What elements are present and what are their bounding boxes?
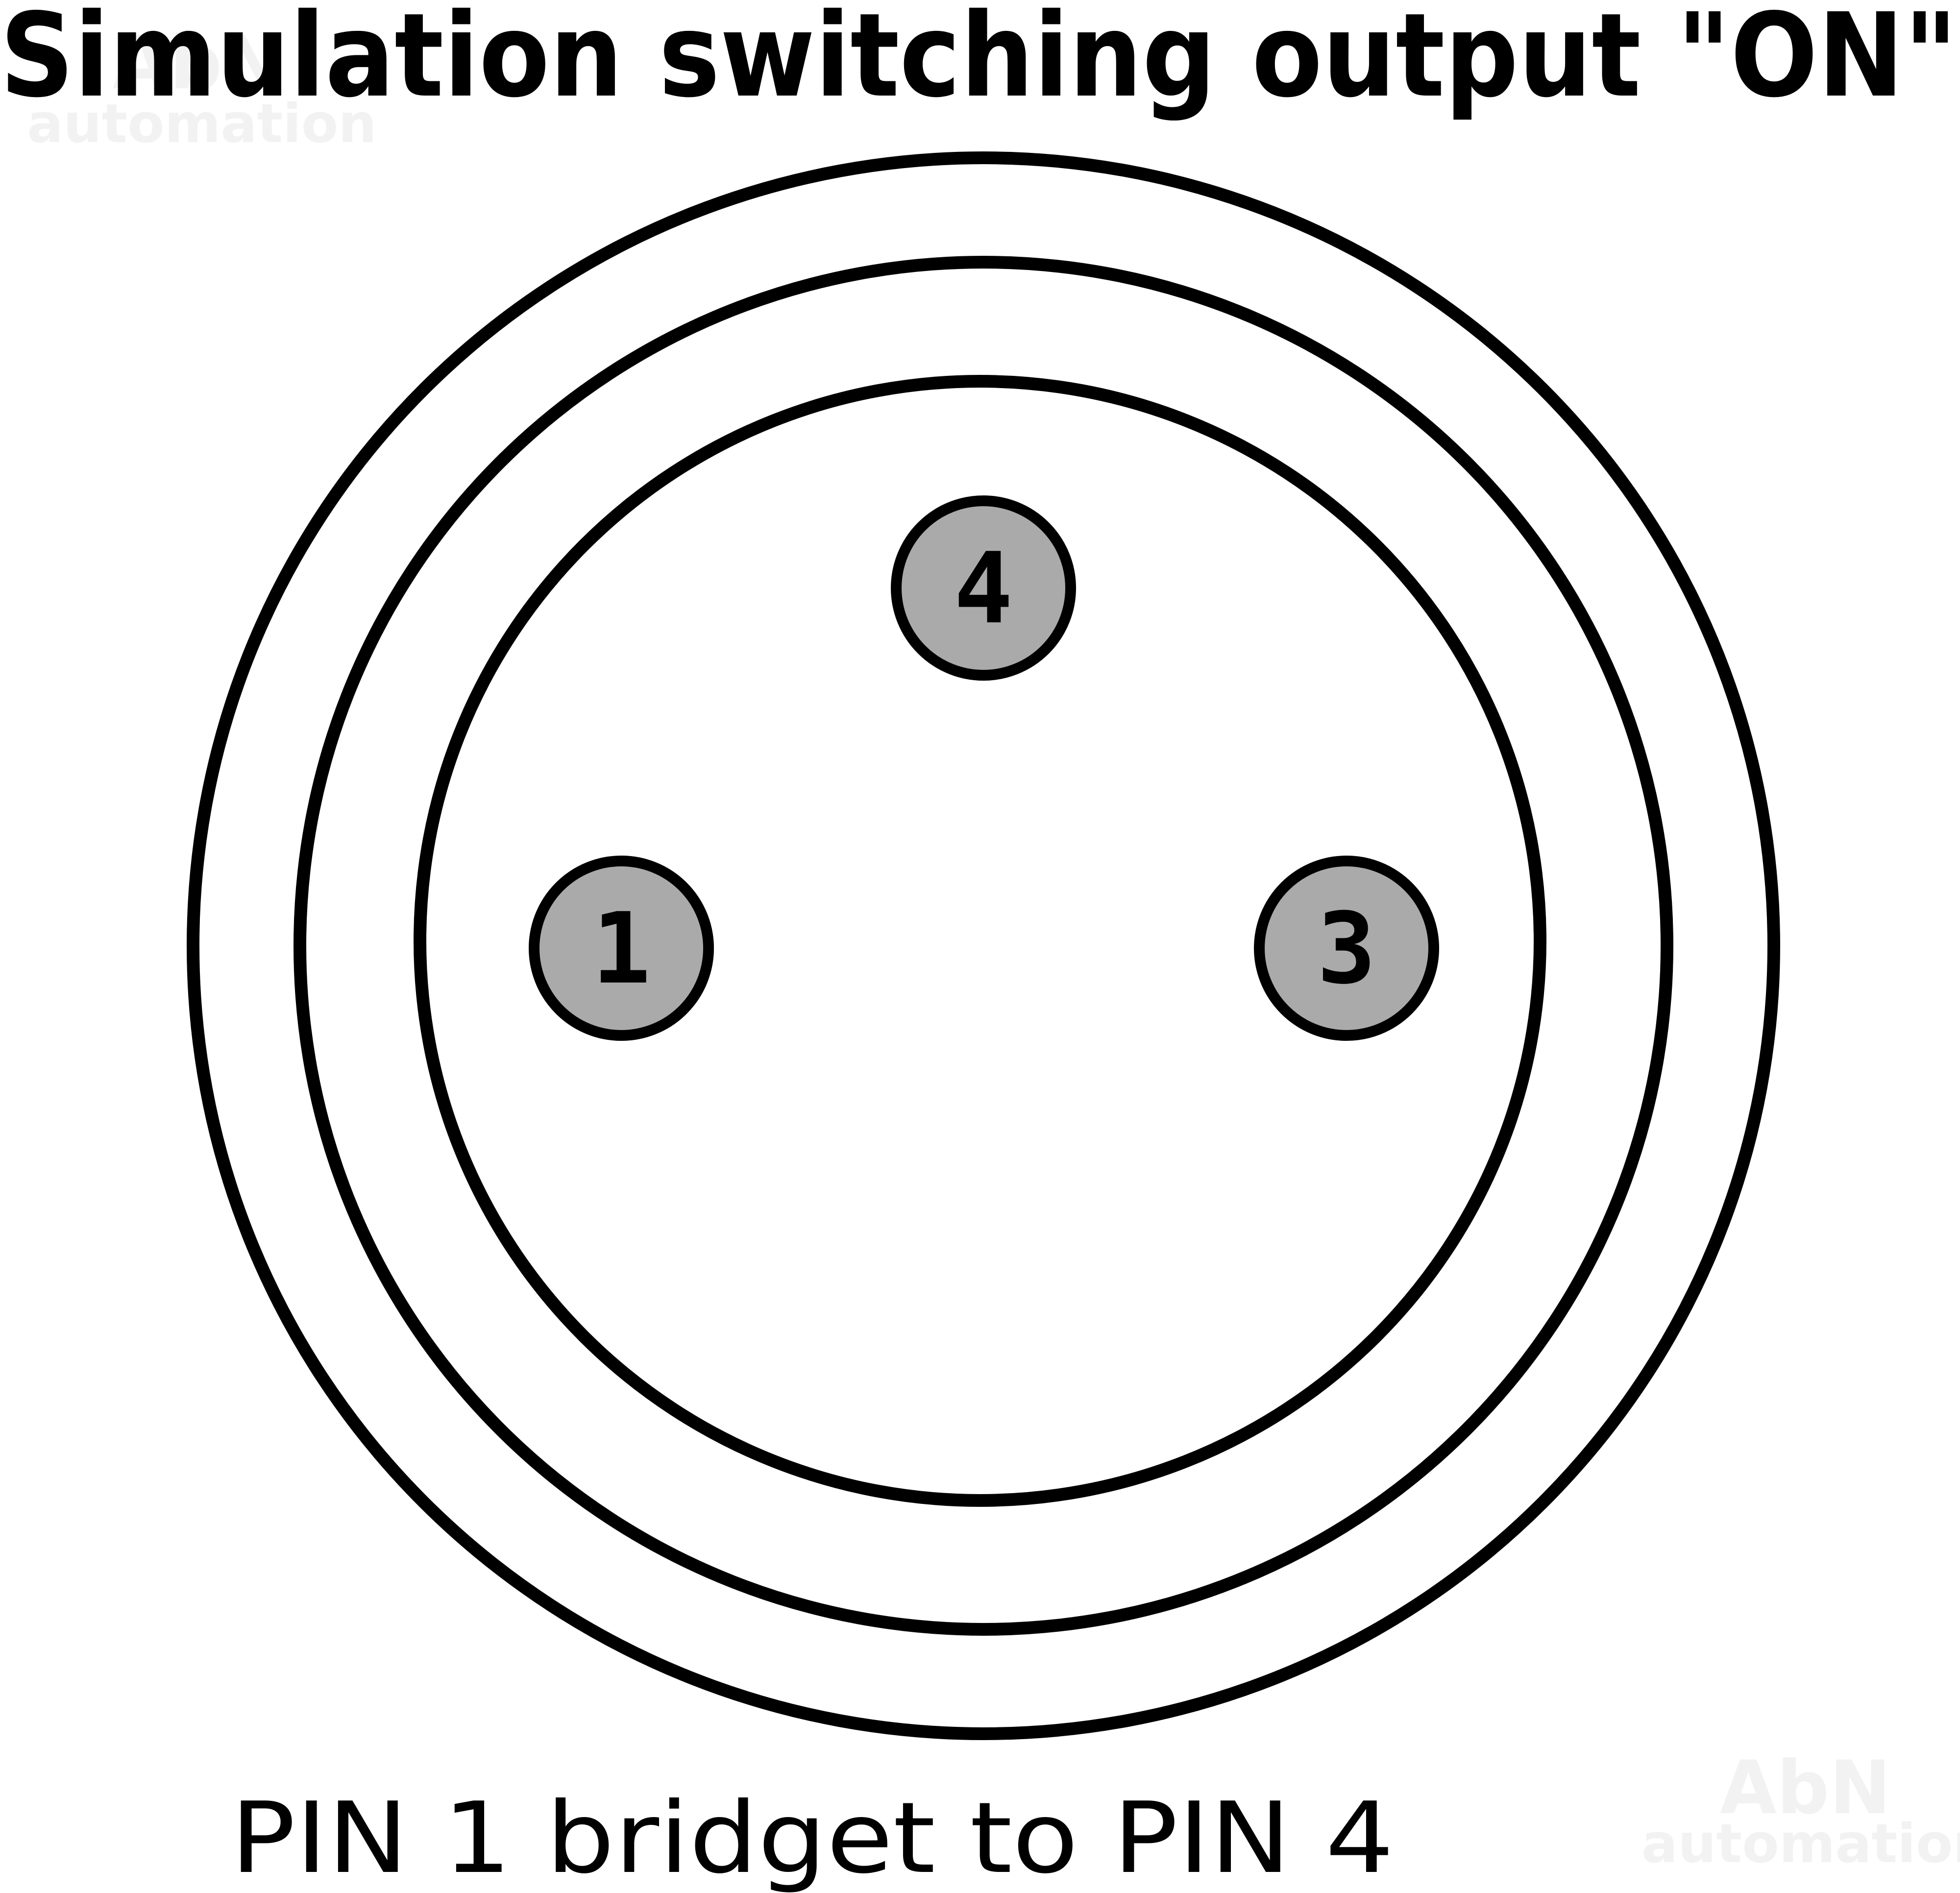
watermark-bottom-right: AbN automation	[1642, 1745, 1960, 1875]
connector-body	[187, 151, 1780, 1740]
pin-4: 4	[891, 495, 1076, 681]
pin-1-label: 1	[592, 892, 651, 1006]
watermark-sub-top: automation	[27, 92, 377, 155]
pin-1: 1	[529, 856, 714, 1041]
pin-1-contact	[529, 856, 714, 1041]
watermark-brand-top: AbN	[113, 21, 284, 106]
diagram-title: Simulation switching output "ON"	[0, 0, 1958, 123]
watermark-sub-bottom: automation	[1642, 1812, 1960, 1875]
pin-4-label: 4	[954, 532, 1013, 646]
pin-3-contact	[1254, 856, 1439, 1041]
pin-3-label: 3	[1317, 892, 1376, 1006]
pin-4-contact	[891, 495, 1076, 681]
pin-3: 3	[1254, 856, 1439, 1041]
diagram-caption: PIN 1 bridget to PIN 4	[230, 1781, 1394, 1893]
watermark-brand-bottom: AbN	[1720, 1745, 1891, 1831]
outer-ring	[187, 151, 1780, 1740]
watermark-top-left: AbN automation	[27, 21, 377, 155]
middle-ring	[294, 256, 1673, 1636]
inner-ring	[414, 375, 1546, 1507]
